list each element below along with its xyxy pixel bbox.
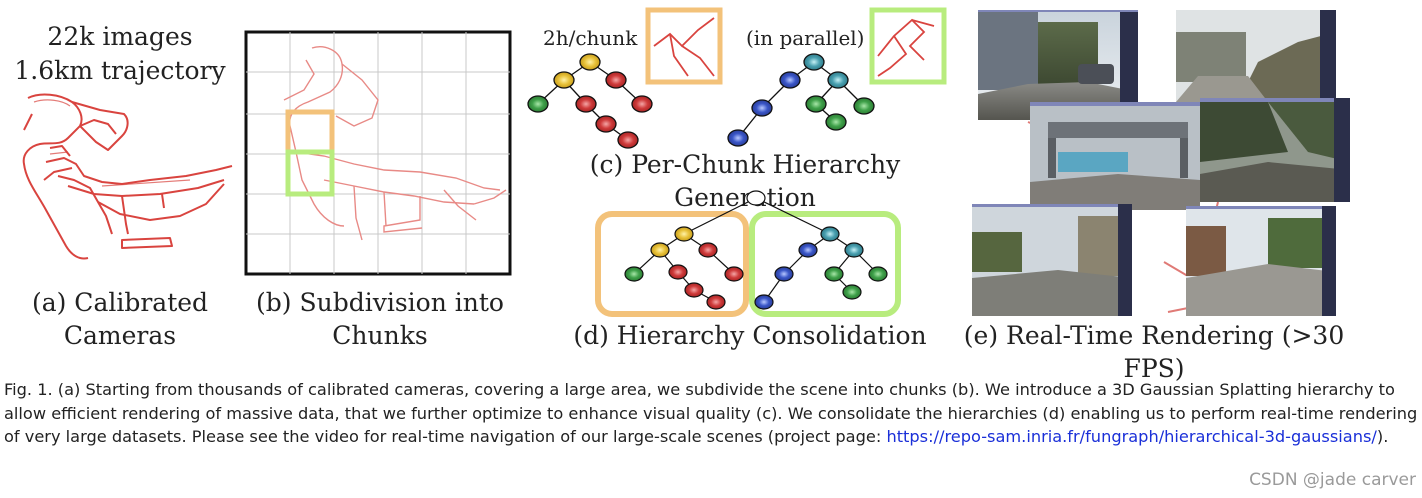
panel-e-rendering-collage	[972, 10, 1350, 316]
panel-a-label-line2: Cameras	[63, 321, 177, 350]
panel-a-title-line1: 22k images	[47, 22, 193, 51]
panel-b-grid-map	[244, 30, 512, 276]
panel-b-label-line1: (b) Subdivision into	[256, 288, 504, 317]
watermark: CSDN @jade carver	[1249, 470, 1416, 490]
panel-a-title-line2: 1.6km trajectory	[14, 56, 226, 85]
panel-e-label: (e) Real-Time Rendering (>30 FPS)	[963, 321, 1345, 383]
render-image-4	[1200, 98, 1350, 202]
panel-d-consolidated-hierarchy	[595, 190, 901, 317]
panel-b-label-line2: Chunks	[332, 321, 428, 350]
render-image-6	[1186, 206, 1336, 316]
panel-a-trajectory	[22, 93, 233, 260]
render-image-3	[1030, 102, 1200, 210]
render-image-5	[972, 204, 1132, 316]
render-image-1	[978, 10, 1138, 120]
panel-c-right-note: (in parallel)	[746, 26, 865, 50]
panel-c-hierarchies	[527, 7, 947, 149]
caption-text: Fig. 1. (a) Starting from thousands of c…	[4, 380, 1418, 446]
panel-c-label: (c) Per-Chunk Hierarchy Generation	[589, 150, 901, 212]
render-image-2	[1176, 10, 1336, 102]
panel-a-label-line1: (a) Calibrated	[31, 288, 209, 317]
figure-caption: Fig. 1. (a) Starting from thousands of c…	[4, 378, 1418, 449]
project-page-link[interactable]: https://repo-sam.inria.fr/fungraph/hiera…	[886, 427, 1377, 446]
panel-d-label: (d) Hierarchy Consolidation	[573, 321, 927, 350]
panel-c-left-note: 2h/chunk	[543, 26, 638, 50]
caption-tail: ).	[1376, 427, 1389, 446]
